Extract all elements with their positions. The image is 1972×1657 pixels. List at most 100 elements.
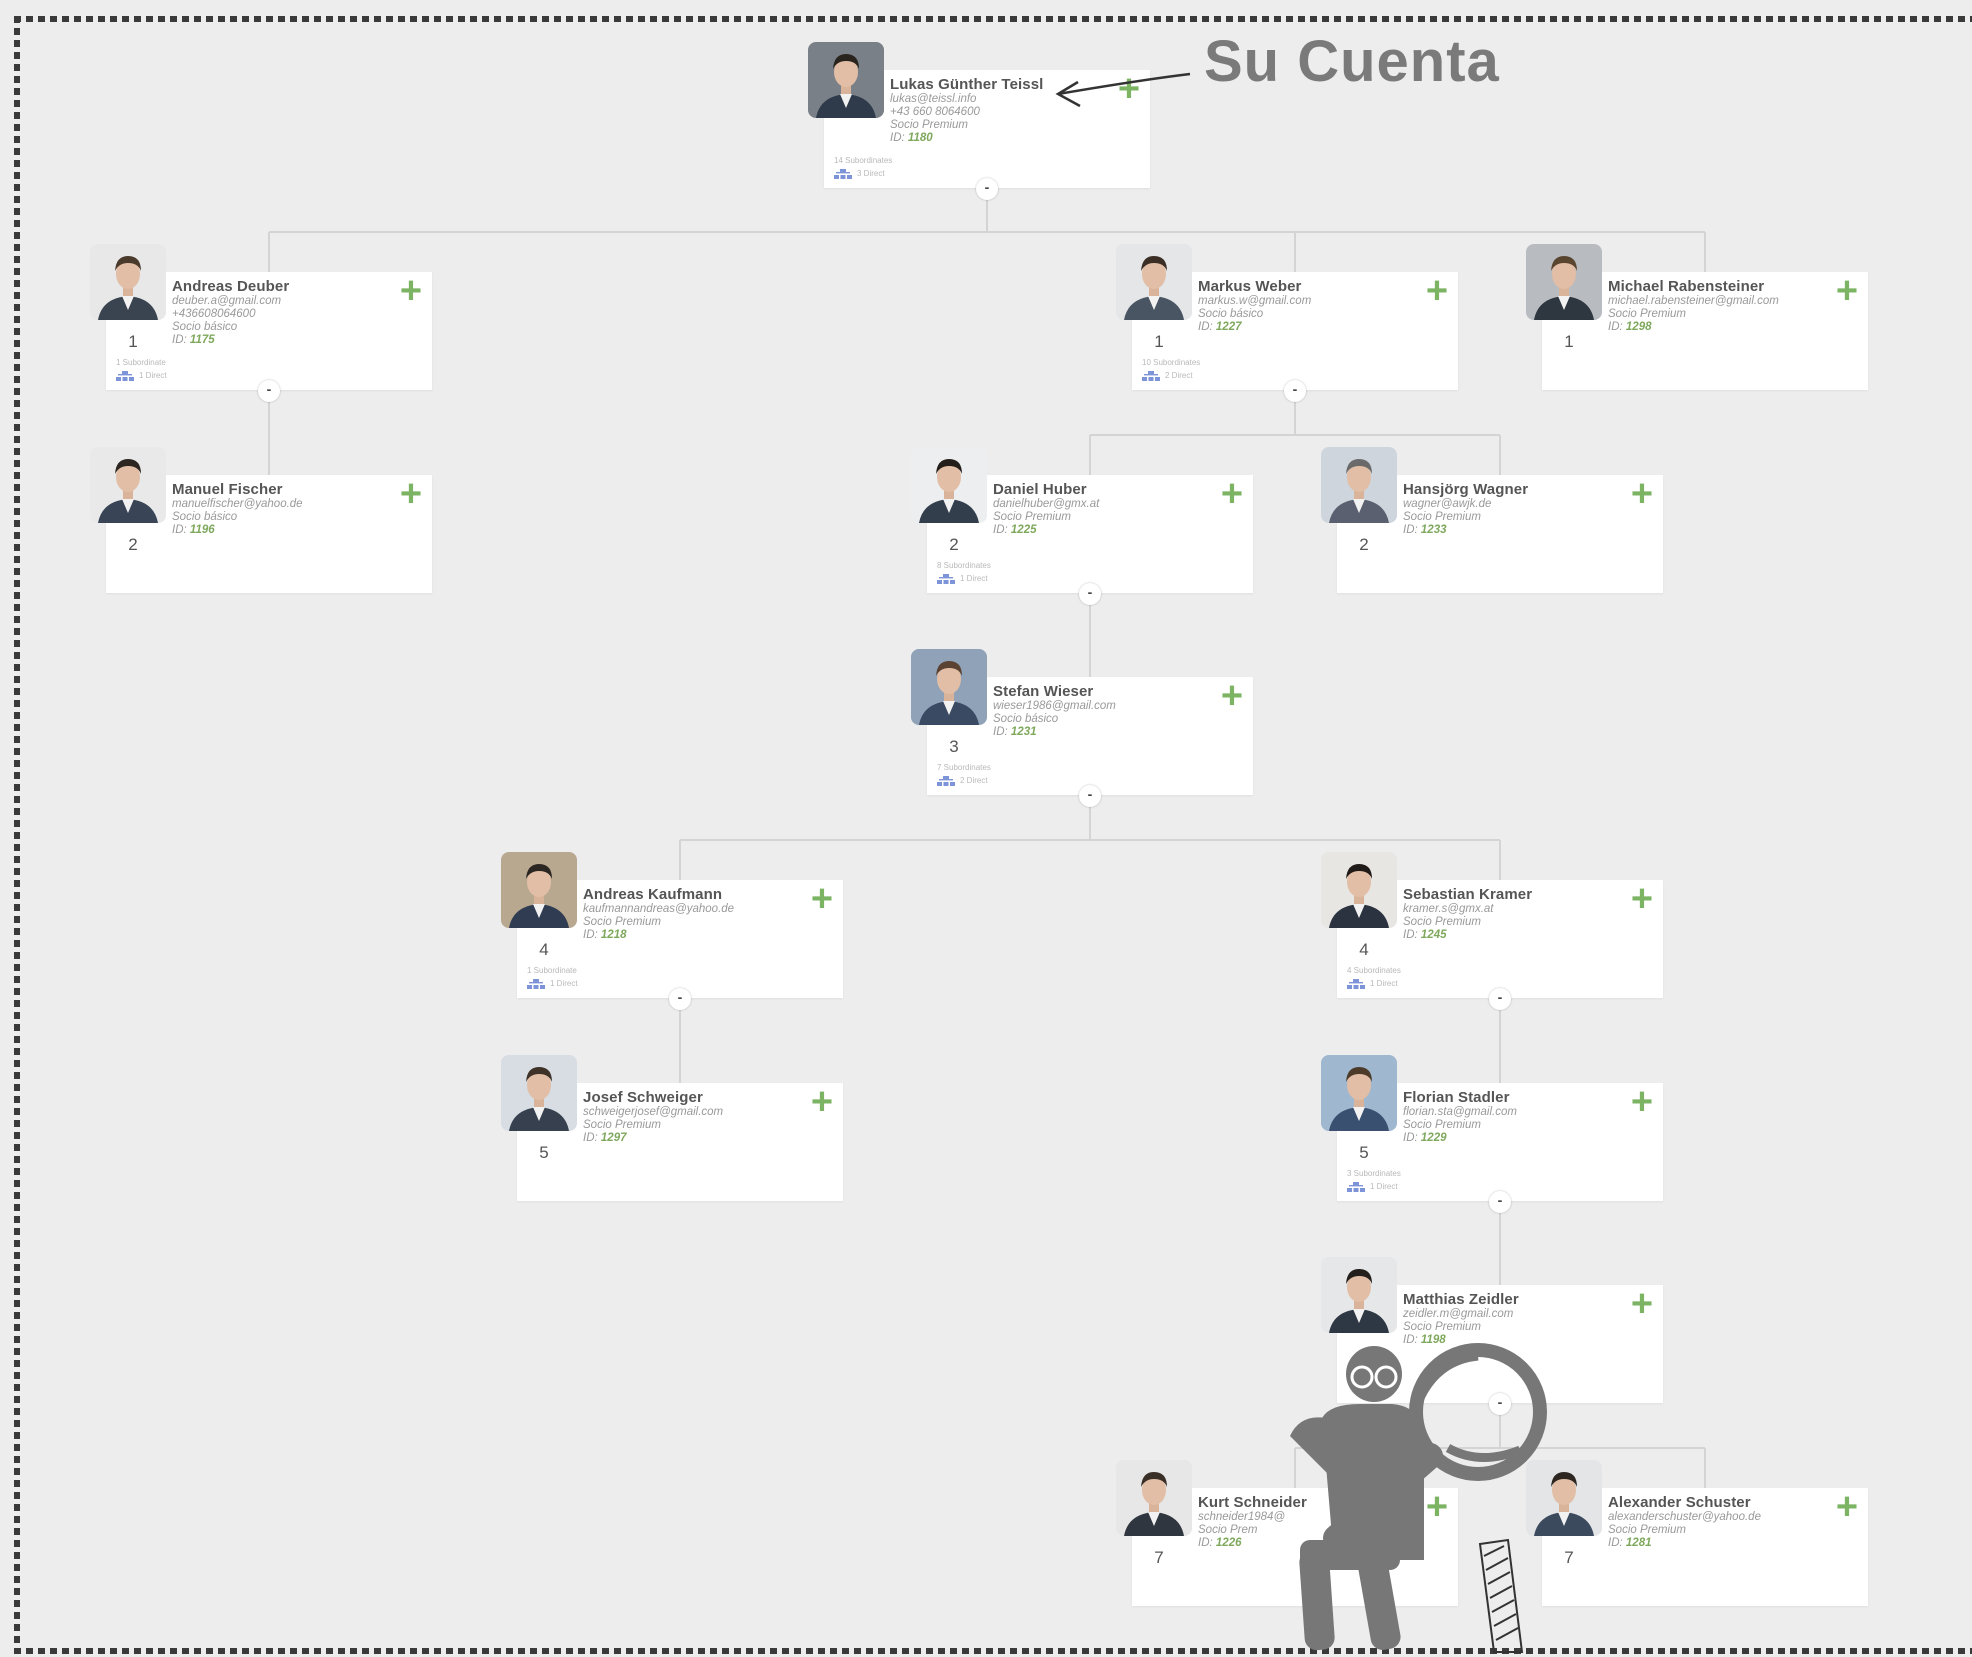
add-member-button[interactable]: + — [399, 270, 423, 312]
id-prefix: ID: — [1608, 1537, 1623, 1549]
id-prefix: ID: — [993, 524, 1008, 536]
add-member-button[interactable]: + — [1835, 270, 1859, 312]
add-member-button[interactable]: + — [810, 878, 834, 920]
id-prefix: ID: — [172, 524, 187, 536]
member-id: ID: 1225 — [993, 524, 1223, 537]
direct-count: 1 Direct — [937, 574, 988, 584]
add-member-button[interactable]: + — [1425, 1486, 1449, 1528]
subordinates-count: 7 Subordinates — [937, 763, 991, 772]
collapse-toggle-button[interactable]: - — [1489, 1393, 1511, 1415]
avatar — [1526, 244, 1602, 320]
member-detail: Socio básico — [172, 511, 238, 523]
add-member-button[interactable]: + — [1630, 1283, 1654, 1325]
direct-count: 2 Direct — [937, 776, 988, 786]
level-number: 3 — [949, 737, 959, 756]
id-prefix: ID: — [172, 334, 187, 346]
id-value: 1180 — [907, 132, 933, 144]
add-member-button[interactable]: + — [1630, 878, 1654, 920]
add-member-button[interactable]: + — [1630, 473, 1654, 515]
member-id: ID: 1180 — [890, 132, 1120, 145]
level-number: 1 — [1564, 332, 1574, 351]
add-member-button[interactable]: + — [1630, 1081, 1654, 1123]
hierarchy-icon — [1142, 371, 1165, 381]
member-detail: florian.sta@gmail.com — [1403, 1106, 1517, 1118]
add-member-button[interactable]: + — [1425, 270, 1449, 312]
member-detail: Socio Premium — [993, 511, 1071, 523]
id-value: 1231 — [1010, 726, 1037, 738]
subordinates-count: 14 Subordinates — [834, 156, 893, 165]
collapse-toggle-button[interactable]: - — [258, 380, 280, 402]
direct-count: 3 Direct — [834, 169, 885, 179]
subordinates-count: 1 Subordinate — [116, 358, 166, 367]
add-member-button[interactable]: + — [1117, 68, 1141, 110]
avatar — [1116, 244, 1192, 320]
member-detail: Socio Premium — [1403, 916, 1481, 928]
member-detail: Socio Prem — [1198, 1524, 1258, 1536]
su-cuenta-label: Su Cuenta — [1204, 29, 1500, 94]
id-prefix: ID: — [583, 1132, 598, 1144]
direct-count-text: 2 Direct — [1165, 371, 1193, 381]
id-prefix: ID: — [1198, 321, 1213, 333]
direct-count-text: 3 Direct — [857, 169, 885, 179]
collapse-toggle-button[interactable]: - — [669, 988, 691, 1010]
dotted-border-bottom — [14, 1648, 1972, 1654]
direct-count-text: 1 Direct — [139, 371, 167, 381]
collapse-toggle-button[interactable]: - — [1079, 785, 1101, 807]
member-detail: deuber.a@gmail.com — [172, 295, 282, 307]
direct-count: 1 Direct — [116, 371, 167, 381]
collapse-toggle-button[interactable]: - — [976, 178, 998, 200]
member-detail: +43 660 8064600 — [890, 106, 980, 118]
hierarchy-icon — [937, 776, 960, 786]
add-member-button[interactable]: + — [399, 473, 423, 515]
subordinates-count: 8 Subordinates — [937, 561, 991, 570]
direct-count: 1 Direct — [527, 979, 578, 989]
hierarchy-icon — [1347, 1182, 1370, 1192]
member-detail: zeidler.m@gmail.com — [1403, 1308, 1514, 1320]
member-name: Lukas Günther Teissl — [890, 76, 1044, 93]
member-id: ID: 1231 — [993, 726, 1223, 739]
add-member-button[interactable]: + — [1220, 675, 1244, 717]
member-name: Alexander Schuster — [1608, 1494, 1751, 1511]
member-name: Florian Stadler — [1403, 1089, 1510, 1106]
member-id: ID: 1229 — [1403, 1132, 1633, 1145]
id-value: 1233 — [1420, 524, 1447, 536]
member-detail: Socio Premium — [1608, 308, 1686, 320]
id-value: 1218 — [600, 929, 627, 941]
member-detail: Socio Premium — [583, 916, 661, 928]
member-detail: kramer.s@gmx.at — [1403, 903, 1494, 915]
add-member-button[interactable]: + — [1220, 473, 1244, 515]
level-number: 1 — [1154, 332, 1164, 351]
member-detail: wieser1986@gmail.com — [993, 700, 1116, 712]
member-name: Josef Schweiger — [583, 1089, 703, 1106]
collapse-toggle-button[interactable]: - — [1489, 1191, 1511, 1213]
collapse-toggle-button[interactable]: - — [1489, 988, 1511, 1010]
add-member-button[interactable]: + — [1835, 1486, 1859, 1528]
collapse-toggle-button[interactable]: - — [1284, 380, 1306, 402]
id-prefix: ID: — [1403, 524, 1418, 536]
level-number: 1 — [128, 332, 138, 351]
direct-count-text: 1 Direct — [1370, 1182, 1398, 1192]
member-id: ID: 1297 — [583, 1132, 813, 1145]
id-prefix: ID: — [1403, 929, 1418, 941]
add-member-button[interactable]: + — [810, 1081, 834, 1123]
collapse-toggle-button[interactable]: - — [1079, 583, 1101, 605]
id-prefix: ID: — [1198, 1537, 1213, 1549]
avatar — [1526, 1460, 1602, 1536]
direct-count: 2 Direct — [1142, 371, 1193, 381]
